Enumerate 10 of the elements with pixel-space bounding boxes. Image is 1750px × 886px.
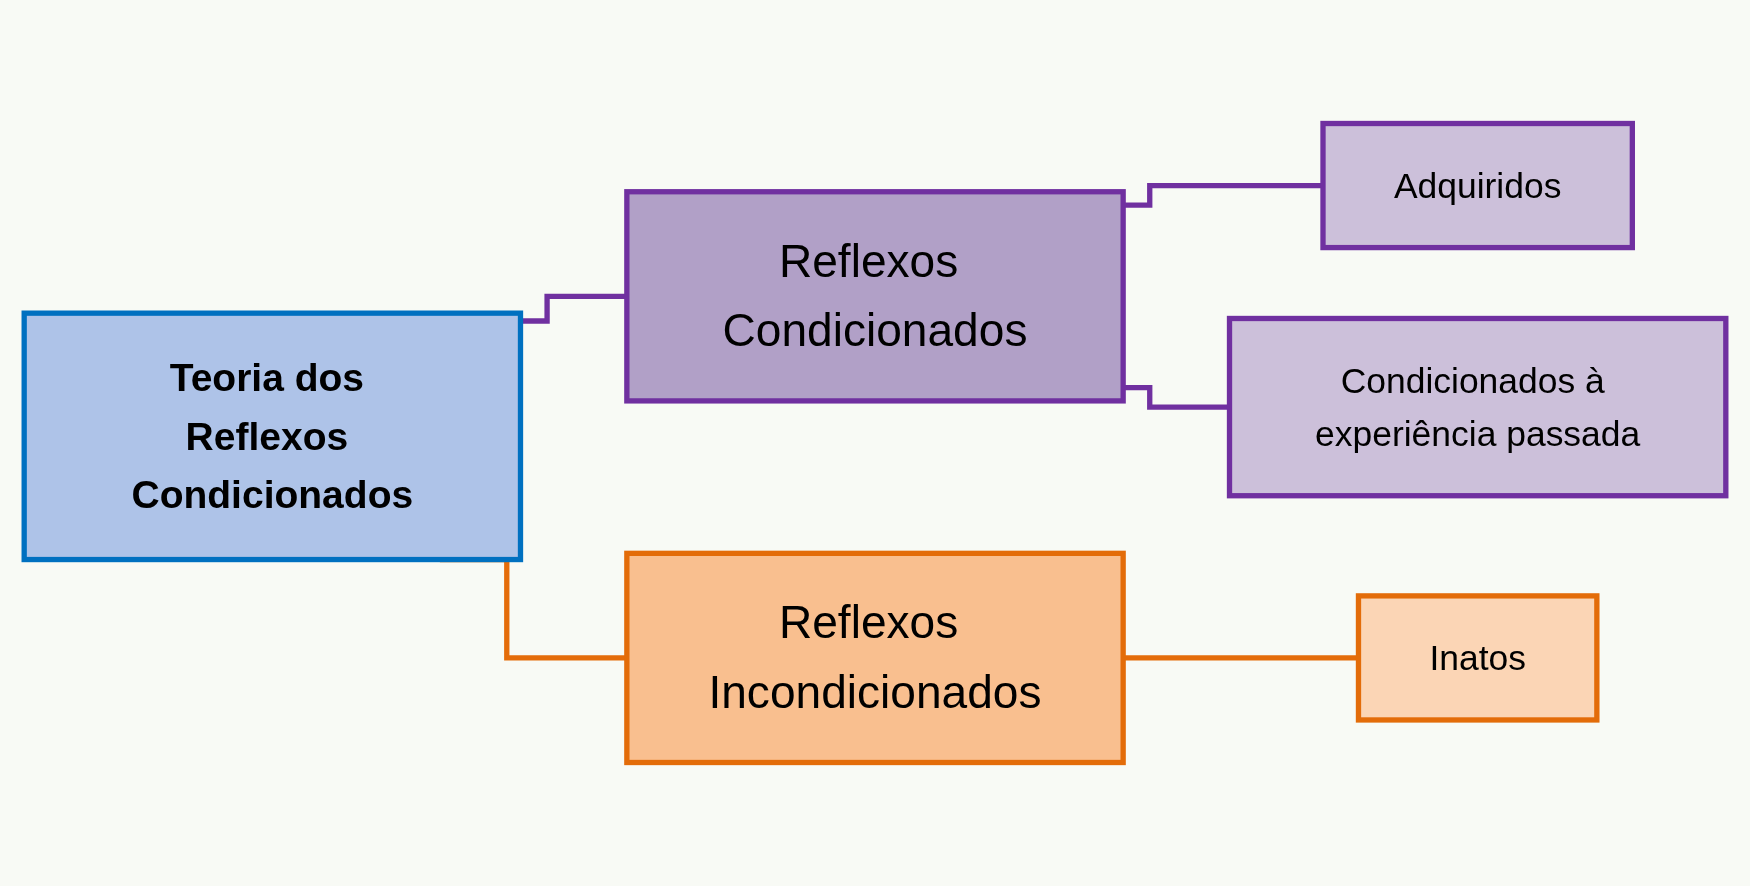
connector — [1123, 384, 1230, 410]
connector — [1123, 182, 1323, 208]
node-box: Teoria dos Reflexos Condicionados — [21, 310, 524, 563]
node-box: Reflexos Condicionados — [624, 189, 1126, 404]
node-box: Reflexos Incondicionados — [624, 550, 1126, 766]
connector — [520, 293, 627, 324]
node-box: Adquiridos — [1320, 120, 1635, 251]
node-box: Condicionados à experiência passada — [1226, 315, 1729, 499]
node-box: Inatos — [1355, 593, 1600, 723]
connector — [1123, 655, 1359, 661]
